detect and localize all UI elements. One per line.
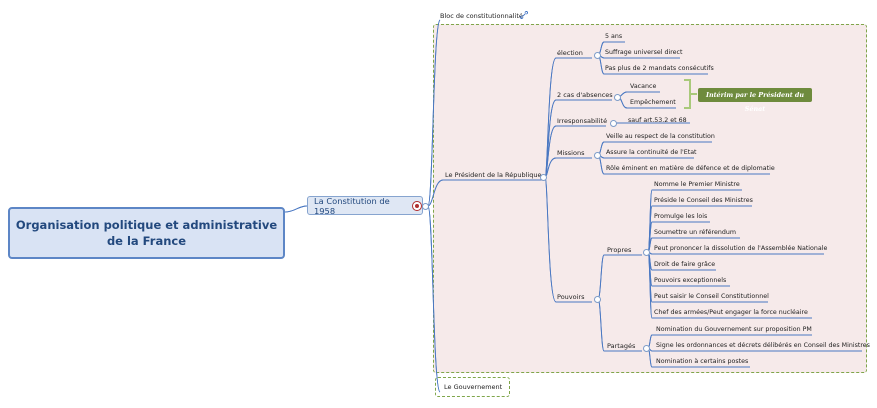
propres-item-8[interactable]: Peut saisir le Conseil Constitutionnel	[654, 293, 769, 300]
absences-item-1[interactable]: Vacance	[630, 83, 657, 90]
root-node[interactable]: Organisation politique et administrative…	[8, 207, 285, 259]
gouvernement-node[interactable]: Le Gouvernement	[444, 383, 503, 391]
propres-item-1[interactable]: Nomme le Premier Ministre	[654, 181, 740, 188]
irresponsabilite-toggle-icon[interactable]	[610, 120, 617, 127]
partages-node[interactable]: Partagés	[607, 342, 636, 350]
interim-callout[interactable]: Intérim par le Président du Sénat	[698, 88, 812, 113]
partages-item-3[interactable]: Nomination à certains postes	[656, 358, 749, 365]
absences-toggle-icon[interactable]	[614, 94, 621, 101]
propres-node[interactable]: Propres	[607, 246, 632, 254]
constitution-node[interactable]: La Constitution de 1958	[307, 195, 423, 216]
root-title-line1: Organisation politique et administrative	[15, 218, 278, 232]
president-node[interactable]: Le Président de la République	[445, 171, 542, 179]
root-title-line2: de la France	[106, 234, 187, 248]
propres-item-4[interactable]: Soumettre un référendum	[654, 229, 736, 236]
constitution-label: La Constitution de 1958	[314, 195, 390, 216]
link-icon[interactable]	[520, 11, 528, 19]
pouvoirs-node[interactable]: Pouvoirs	[557, 293, 585, 301]
status-marker-icon	[412, 200, 422, 211]
collapse-toggle-icon[interactable]	[422, 203, 429, 210]
missions-item-1[interactable]: Veille au respect de la constitution	[606, 133, 715, 140]
partages-toggle-icon[interactable]	[643, 345, 650, 352]
missions-item-2[interactable]: Assure la continuité de l'Etat	[606, 149, 697, 156]
election-toggle-icon[interactable]	[594, 52, 601, 59]
election-item-1[interactable]: 5 ans	[605, 33, 623, 40]
propres-toggle-icon[interactable]	[643, 249, 650, 256]
irresponsabilite-note[interactable]: sauf art.53.2 et 68	[628, 117, 687, 124]
irresponsabilite-node[interactable]: Irresponsabilité	[557, 117, 608, 125]
missions-toggle-icon[interactable]	[594, 152, 601, 159]
propres-item-9[interactable]: Chef des armées/Peut engager la force nu…	[654, 309, 808, 316]
propres-item-2[interactable]: Préside le Conseil des Ministres	[654, 197, 753, 204]
missions-node[interactable]: Missions	[557, 149, 585, 157]
propres-item-3[interactable]: Promulge les lois	[654, 213, 708, 220]
absences-item-2[interactable]: Empêchement	[630, 99, 676, 106]
propres-item-5[interactable]: Peut prononcer la dissolution de l'Assem…	[654, 245, 828, 252]
election-item-2[interactable]: Suffrage universel direct	[605, 49, 683, 56]
election-item-3[interactable]: Pas plus de 2 mandats consécutifs	[605, 65, 714, 72]
partages-item-2[interactable]: Signe les ordonnances et décrets délibér…	[656, 342, 870, 349]
partages-item-1[interactable]: Nomination du Gouvernement sur propositi…	[656, 326, 812, 333]
propres-item-6[interactable]: Droit de faire grâce	[654, 261, 716, 268]
bloc-label[interactable]: Bloc de constitutionnalité	[440, 12, 523, 20]
pouvoirs-toggle-icon[interactable]	[594, 296, 601, 303]
propres-item-7[interactable]: Pouvoirs exceptionnels	[654, 277, 727, 284]
absences-node[interactable]: 2 cas d'absences	[557, 91, 613, 99]
election-node[interactable]: élection	[557, 49, 583, 57]
president-toggle-icon[interactable]	[540, 174, 547, 181]
missions-item-3[interactable]: Rôle éminent en matière de défence et de…	[606, 165, 775, 172]
